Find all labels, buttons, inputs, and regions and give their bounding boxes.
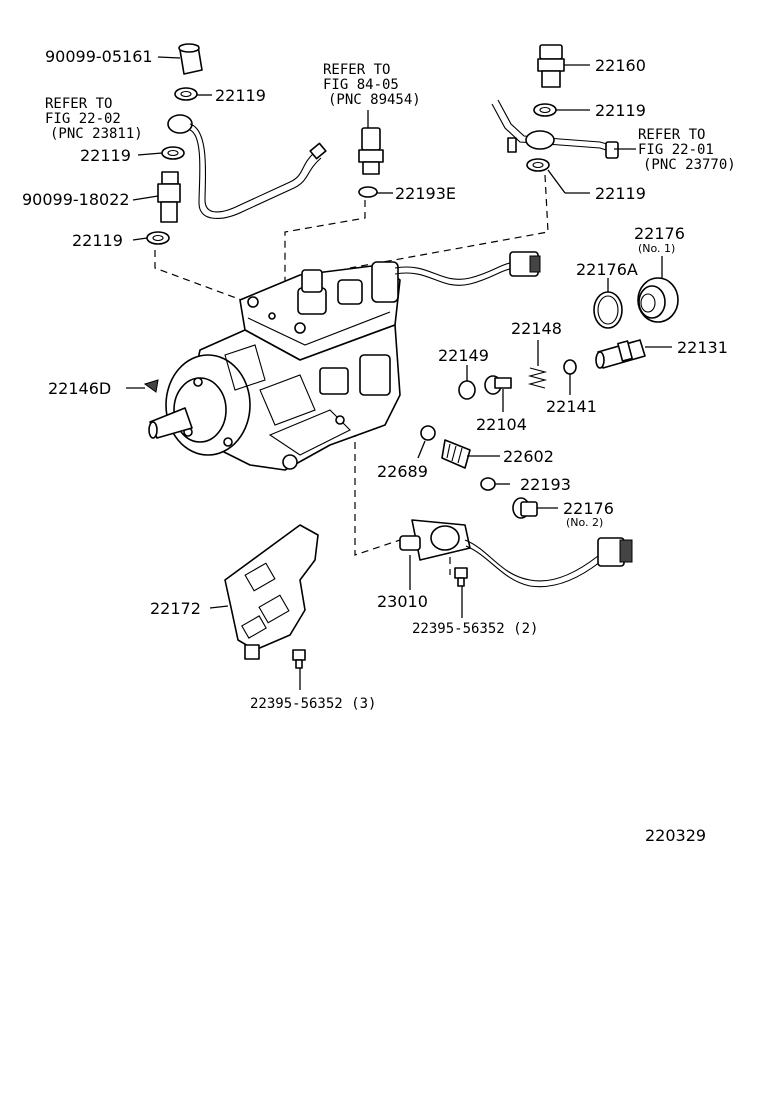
- fuel-pipe-right: [491, 99, 619, 159]
- label-23010: 23010: [377, 592, 428, 611]
- gasket-22193E: [358, 186, 378, 198]
- piston-22104: [484, 375, 512, 395]
- label-22193E: 22193E: [395, 184, 456, 203]
- label-22176-no1-sub: (No. 1): [638, 242, 675, 255]
- label-22131: 22131: [677, 338, 728, 357]
- filter-22602: [441, 439, 471, 469]
- label-refer-c-2: FIG 22-01: [638, 142, 714, 158]
- gasket-22119-e: [526, 158, 550, 172]
- plug-22176-no2: [512, 497, 538, 519]
- valve-22160: [537, 44, 565, 88]
- label-22119-b: 22119: [80, 146, 131, 165]
- label-22148: 22148: [511, 319, 562, 338]
- label-90099-18022: 90099-18022: [22, 190, 130, 209]
- label-refer-a-3: (PNC 23811): [50, 126, 143, 142]
- washer-22141: [563, 359, 577, 375]
- label-refer-a-1: REFER TO: [45, 96, 112, 112]
- label-22176A: 22176A: [576, 260, 638, 279]
- bolt-22395-3: [292, 649, 306, 669]
- diagram-id: 220329: [645, 826, 706, 845]
- injection-pump-body: [148, 251, 541, 471]
- part-labels: 90099-05161 22119 REFER TO FIG 22-02 (PN…: [22, 47, 736, 845]
- gasket-22119-a: [174, 87, 198, 101]
- spring-22148: [527, 367, 548, 389]
- label-22172: 22172: [150, 599, 201, 618]
- label-22193: 22193: [520, 475, 571, 494]
- label-22602: 22602: [503, 447, 554, 466]
- leader-lines: [126, 56, 672, 690]
- label-22119-a: 22119: [215, 86, 266, 105]
- label-22104: 22104: [476, 415, 527, 434]
- bolt-22395-2: [454, 567, 468, 587]
- label-refer-c-3: (PNC 23770): [643, 157, 736, 173]
- label-22119-d: 22119: [595, 101, 646, 120]
- label-90099-05161: 90099-05161: [45, 47, 153, 66]
- temperature-sensor-part: [358, 127, 384, 175]
- fuel-pipe-left: [167, 114, 327, 219]
- bracket-22172: [224, 524, 319, 660]
- union-bolt-90099-18022: [157, 171, 181, 223]
- plug-22176-no1: [637, 277, 679, 323]
- label-22395-3: 22395-56352 (3): [250, 696, 376, 712]
- label-22689: 22689: [377, 462, 428, 481]
- gasket-22119-d: [533, 103, 557, 117]
- gasket-22689: [420, 425, 436, 441]
- label-22141: 22141: [546, 397, 597, 416]
- label-22119-e: 22119: [595, 184, 646, 203]
- label-refer-a-2: FIG 22-02: [45, 111, 121, 127]
- fitting-22131: [595, 339, 646, 369]
- label-refer-b-2: FIG 84-05: [323, 77, 399, 93]
- label-22160: 22160: [595, 56, 646, 75]
- label-22149: 22149: [438, 346, 489, 365]
- label-refer-b-1: REFER TO: [323, 62, 390, 78]
- solenoid-23010: [399, 519, 633, 588]
- label-22119-c: 22119: [72, 231, 123, 250]
- gasket-22193: [480, 477, 496, 491]
- label-22176-no2: 22176: [563, 499, 614, 518]
- part-cap-90099-05161: [178, 43, 203, 75]
- label-22176-no2-sub: (No. 2): [566, 516, 603, 529]
- gasket-22119-b: [161, 146, 185, 160]
- label-22176-no1: 22176: [634, 224, 685, 243]
- o-ring-22176A: [593, 291, 623, 329]
- label-refer-c-1: REFER TO: [638, 127, 705, 143]
- label-22146D: 22146D: [48, 379, 111, 398]
- gasket-22119-c: [146, 231, 170, 245]
- washer-22149: [458, 380, 476, 400]
- label-refer-b-3: (PNC 89454): [328, 92, 421, 108]
- label-22395-2: 22395-56352 (2): [412, 621, 538, 637]
